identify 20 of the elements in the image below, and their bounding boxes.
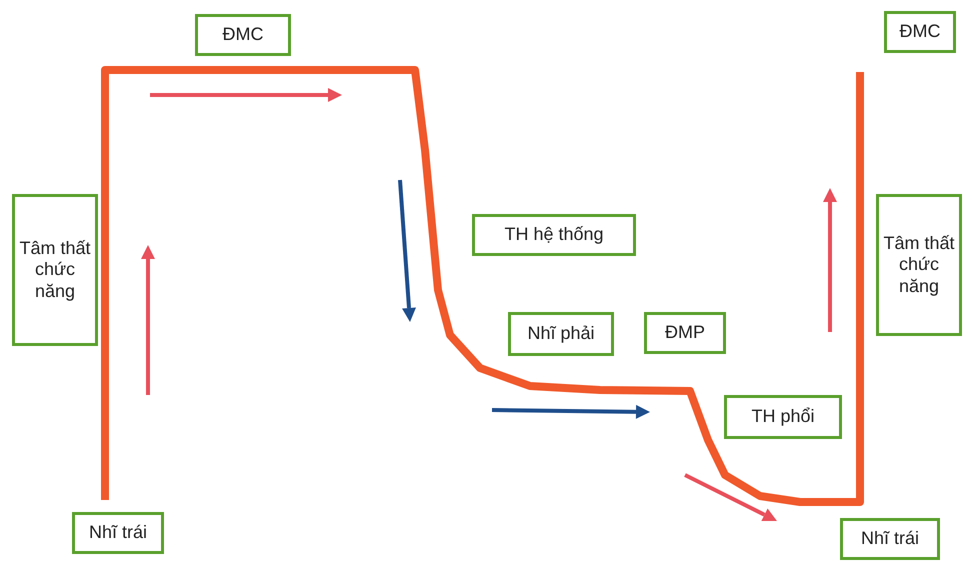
node-label: Tâm thất chức năng: [883, 232, 955, 298]
node-label: TH hệ thống: [504, 224, 604, 246]
node-label: Tâm thất chức năng: [19, 238, 91, 302]
node-label: Nhĩ phải: [527, 323, 595, 345]
label-box: [644, 312, 726, 354]
label-box: [724, 395, 842, 439]
node-label: ĐMP: [665, 322, 705, 344]
label-box: [884, 11, 956, 53]
node-label: ĐMC: [222, 24, 264, 46]
node-label: Nhĩ trái: [860, 528, 920, 550]
label-box: [508, 312, 614, 356]
label-box: [72, 512, 164, 554]
node-label: TH phổi: [751, 406, 815, 428]
label-box: [840, 518, 940, 560]
label-box: [12, 194, 98, 346]
node-label: ĐMC: [900, 21, 940, 43]
label-box: [472, 214, 636, 256]
node-label: Nhĩ trái: [88, 522, 148, 544]
label-box: [876, 194, 962, 336]
label-box: [195, 14, 291, 56]
